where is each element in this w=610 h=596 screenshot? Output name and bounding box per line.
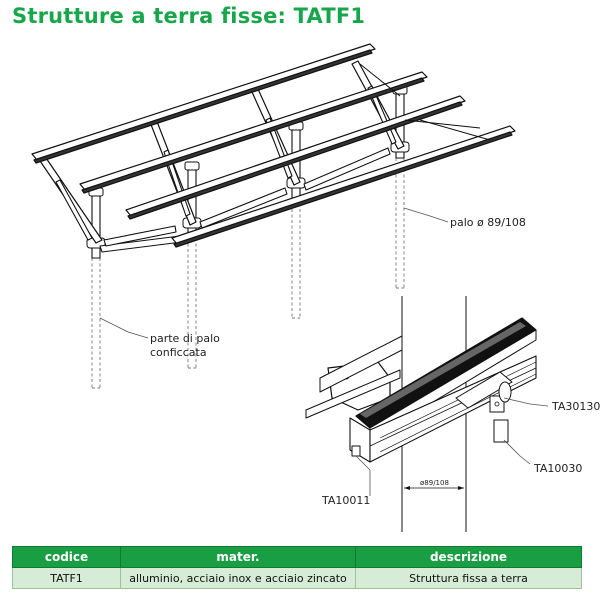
cell-codice: TATF1	[12, 567, 121, 589]
label-palo: palo ø 89/108	[450, 216, 526, 229]
purlins	[31, 43, 516, 248]
table-header-row: codice mater. descrizione	[12, 546, 582, 568]
table-row: TATF1 alluminio, acciaio inox e acciaio …	[12, 567, 582, 589]
page-title: Strutture a terra fisse: TATF1	[12, 4, 366, 28]
leader-lines	[99, 207, 449, 339]
spec-table: codice mater. descrizione TATF1 allumini…	[12, 546, 582, 589]
label-ta30130: TA30130	[551, 400, 600, 413]
label-ta10030: TA10030	[533, 462, 582, 475]
label-ta10011: TA10011	[321, 494, 370, 507]
cell-descrizione: Struttura fissa a terra	[355, 567, 582, 589]
label-conficcata: conficcata	[150, 346, 207, 359]
cell-mater: alluminio, acciaio inox e acciaio zincat…	[120, 567, 356, 589]
label-parte-di-palo: parte di palo	[150, 332, 220, 345]
detail-leaders	[355, 397, 549, 496]
buried-pole-parts	[91, 158, 405, 389]
header-codice: codice	[12, 546, 121, 568]
header-descrizione: descrizione	[355, 546, 582, 568]
detail-view	[305, 296, 537, 532]
label-dimension: ø89/108	[420, 479, 449, 487]
header-mater: mater.	[120, 546, 356, 568]
main-structure	[31, 43, 516, 389]
back-struts	[359, 63, 491, 141]
